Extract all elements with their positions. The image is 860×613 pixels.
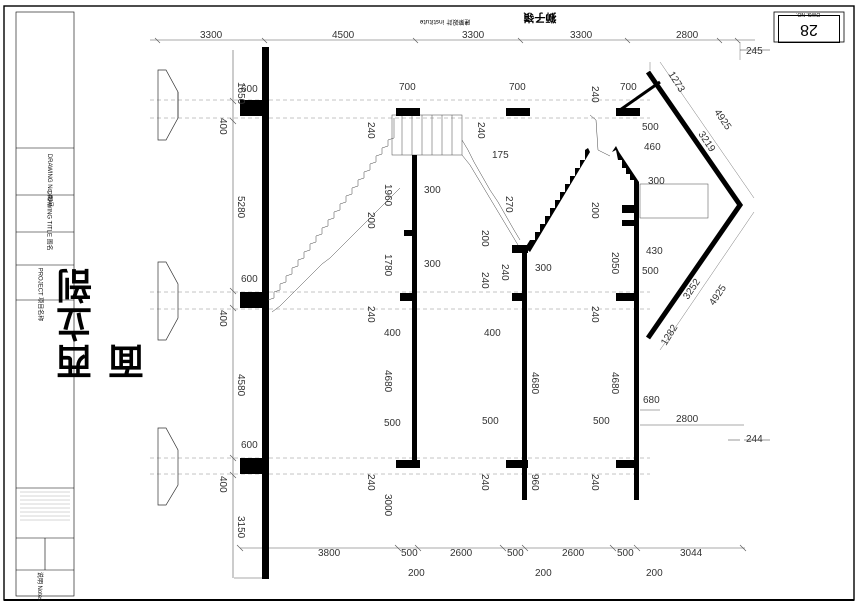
svg-text:3000: 3000 [382, 494, 393, 517]
c1-700: 700 [399, 82, 416, 93]
dwg-no-label: DWG. NO. [796, 11, 820, 17]
c2-500: 500 [482, 416, 499, 427]
c3-500c: 500 [593, 416, 610, 427]
tb-notes-label: 说明 Notes [36, 571, 43, 602]
svg-text:4925: 4925 [712, 108, 734, 133]
firm-name: 獅子嶺 [523, 11, 557, 24]
c2-700: 700 [509, 82, 526, 93]
svg-text:240: 240 [479, 272, 490, 289]
svg-text:1282: 1282 [659, 323, 680, 348]
c2-300: 300 [535, 263, 552, 274]
svg-text:4680: 4680 [609, 372, 620, 395]
dimension-text: 3300 4500 3300 3300 2800 245 3800 500 26… [200, 30, 763, 579]
dim-top-3: 3300 [462, 30, 485, 41]
svg-text:1960: 1960 [382, 184, 393, 207]
l-600c: 600 [241, 440, 258, 451]
svg-text:3252: 3252 [681, 277, 703, 302]
dim-top-4: 3300 [570, 30, 593, 41]
svg-text:4680: 4680 [382, 370, 393, 393]
dim-top-6: 245 [746, 46, 763, 57]
svg-text:4680: 4680 [529, 372, 540, 395]
c3-460: 460 [644, 142, 661, 153]
c3-300: 300 [648, 176, 665, 187]
svg-text:400: 400 [217, 118, 228, 135]
column-2 [506, 108, 590, 500]
c3-700: 700 [620, 82, 637, 93]
c1-300a: 300 [424, 185, 441, 196]
dim-bot-1: 3800 [318, 548, 341, 559]
svg-text:240: 240 [589, 474, 600, 491]
svg-text:2050: 2050 [609, 252, 620, 275]
svg-text:200: 200 [365, 212, 376, 229]
dim-bot-2: 500 [401, 548, 418, 559]
svg-text:240: 240 [365, 306, 376, 323]
title-block [15, 11, 75, 597]
main-wall [240, 47, 269, 579]
svg-text:400: 400 [217, 310, 228, 327]
svg-text:240: 240 [499, 264, 510, 281]
svg-text:5280: 5280 [235, 196, 246, 219]
svg-text:4925: 4925 [707, 283, 729, 308]
vertical-dimension-text: 1650 400 5280 400 4580 400 3150 240 1960… [217, 70, 733, 539]
firm-subtitle: 建築設計 institute [419, 18, 471, 25]
dim-bot-s2: 200 [535, 568, 552, 579]
column-3 [612, 108, 640, 500]
dim-bot-3: 2600 [450, 548, 473, 559]
svg-text:240: 240 [589, 86, 600, 103]
svg-text:1273: 1273 [665, 70, 686, 95]
svg-text:200: 200 [589, 202, 600, 219]
svg-text:200: 200 [479, 230, 490, 247]
svg-text:270: 270 [503, 196, 514, 213]
svg-text:400: 400 [217, 476, 228, 493]
tb-project-label: PROJECT 项目名称 [36, 267, 43, 322]
l-600a: 600 [241, 84, 258, 95]
sheet-number: 28 [778, 15, 840, 43]
c2-400: 400 [484, 328, 501, 339]
stair-flight [267, 114, 709, 313]
lamp-brackets [157, 69, 179, 506]
c3-500b: 500 [642, 266, 659, 277]
dim-bot-s1: 200 [408, 568, 425, 579]
dim-top-1: 3300 [200, 30, 223, 41]
dim-bot-s3: 200 [646, 568, 663, 579]
c3-2800: 2800 [676, 414, 699, 425]
c2-175: 175 [492, 150, 509, 161]
svg-text:4580: 4580 [235, 374, 246, 397]
c3-244: 244 [746, 434, 763, 445]
svg-text:240: 240 [365, 474, 376, 491]
c1-300b: 300 [424, 259, 441, 270]
drawing-title: 西立剖面 [57, 266, 150, 380]
svg-text:240: 240 [365, 122, 376, 139]
svg-text:240: 240 [479, 474, 490, 491]
svg-text:1780: 1780 [382, 254, 393, 277]
svg-text:3150: 3150 [235, 516, 246, 539]
c3-680: 680 [643, 395, 660, 406]
roof-beams [619, 70, 744, 340]
c3-500a: 500 [642, 122, 659, 133]
roof-dim-lines [649, 42, 755, 351]
dim-top-5: 2800 [676, 30, 699, 41]
svg-text:240: 240 [589, 306, 600, 323]
l-600b: 600 [241, 274, 258, 285]
c1-400: 400 [384, 328, 401, 339]
dim-bot-7: 3044 [680, 548, 703, 559]
dim-bot-5: 2600 [562, 548, 585, 559]
svg-text:1650: 1650 [235, 82, 246, 105]
svg-text:960: 960 [529, 474, 540, 491]
level-lines [150, 99, 650, 475]
column-1 [396, 108, 420, 468]
tb-drawing-no-label: DRAWING No. 图号 [46, 153, 53, 208]
c1-500: 500 [384, 418, 401, 429]
dim-bot-4: 500 [507, 548, 524, 559]
dim-bot-6: 500 [617, 548, 634, 559]
svg-text:240: 240 [475, 122, 486, 139]
c3-430: 430 [646, 246, 663, 257]
dim-top-2: 4500 [332, 30, 355, 41]
